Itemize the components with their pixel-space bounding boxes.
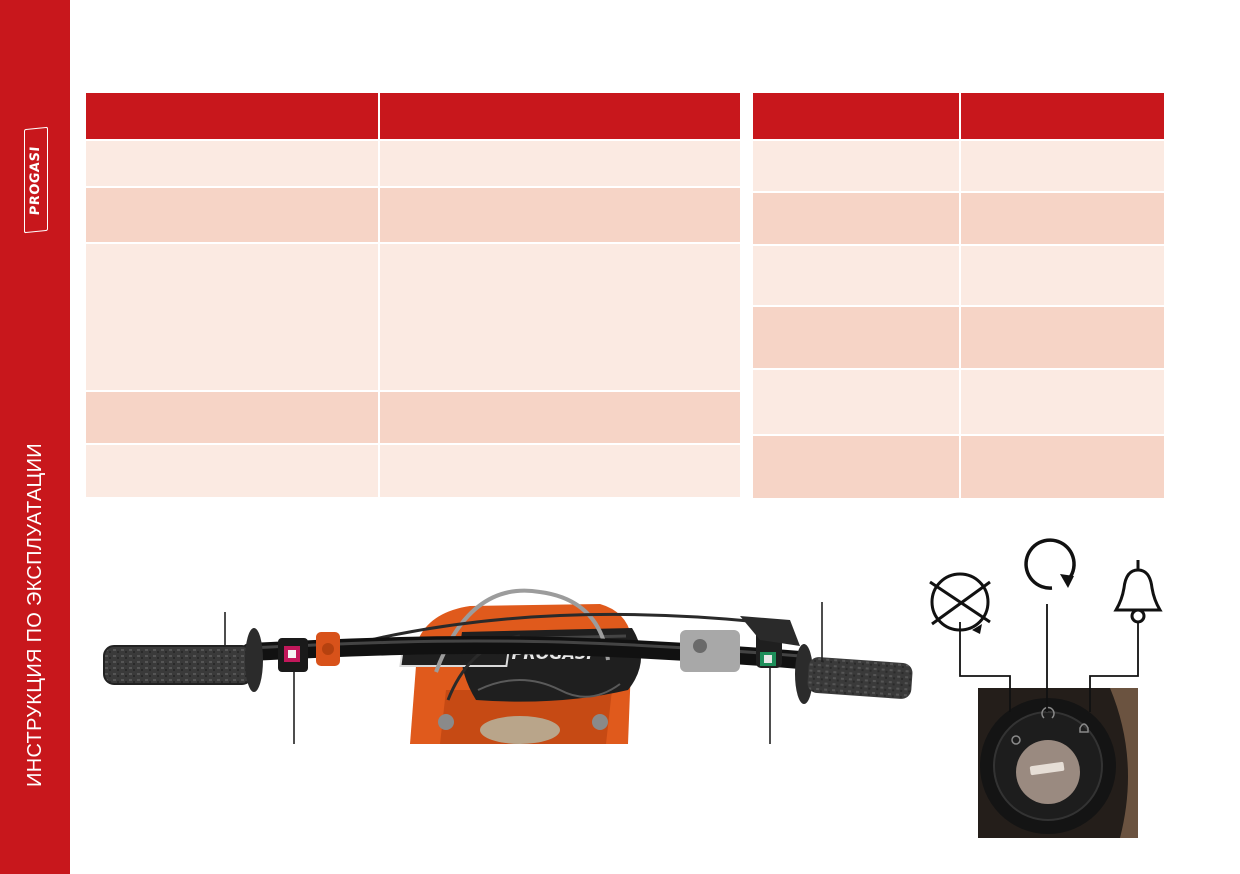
callout-lines — [224, 602, 823, 744]
table-cell — [86, 186, 380, 243]
left-grip — [103, 628, 263, 692]
header-cell — [86, 93, 380, 140]
table-header-row — [753, 93, 1164, 140]
table-cell — [753, 139, 961, 192]
ignition-connectors — [959, 604, 1139, 712]
left-switch — [278, 632, 340, 672]
alarm-bell-icon — [1113, 560, 1163, 624]
spec-table-left — [86, 93, 740, 497]
table-row — [753, 244, 1164, 306]
header-cell — [379, 93, 740, 140]
table-cell — [753, 244, 961, 306]
header-cell — [960, 93, 1164, 140]
table-cell — [86, 443, 380, 497]
table-row — [86, 186, 740, 243]
table-row — [86, 390, 740, 444]
table-cell — [86, 139, 380, 187]
right-brake-assembly — [680, 616, 800, 672]
right-grip — [795, 644, 913, 704]
ignition-switch-photo — [978, 688, 1138, 838]
brake-cable — [434, 588, 610, 673]
ignition-on-icon — [1024, 538, 1076, 590]
table-row — [86, 443, 740, 497]
table-cell — [960, 434, 1164, 498]
table-row — [753, 191, 1164, 245]
table-row — [753, 305, 1164, 369]
table-cell — [753, 305, 961, 369]
spec-table-right — [753, 93, 1164, 498]
table-cell — [960, 305, 1164, 369]
header-cell — [753, 93, 961, 140]
table-cell — [379, 186, 740, 243]
engine-off-icon — [929, 572, 991, 634]
table-cell — [960, 191, 1164, 245]
table-cell — [753, 434, 961, 498]
table-cell — [379, 390, 740, 444]
table-row — [753, 368, 1164, 435]
table-row — [86, 242, 740, 391]
table-cell — [379, 443, 740, 497]
table-row — [753, 434, 1164, 498]
throttle-cable — [329, 612, 761, 652]
table-row — [86, 139, 740, 187]
table-cell — [86, 242, 380, 391]
table-cell — [753, 191, 961, 245]
table-cell — [379, 242, 740, 391]
table-cell — [960, 244, 1164, 306]
table-cell — [379, 139, 740, 187]
table-cell — [86, 390, 380, 444]
table-cell — [960, 368, 1164, 435]
table-cell — [753, 368, 961, 435]
table-header-row — [86, 93, 740, 140]
table-cell — [960, 139, 1164, 192]
sidebar: PROGASI ИНСТРУКЦИЯ ПО ЭКСПЛУАТАЦИИ — [0, 0, 70, 874]
table-row — [753, 139, 1164, 192]
